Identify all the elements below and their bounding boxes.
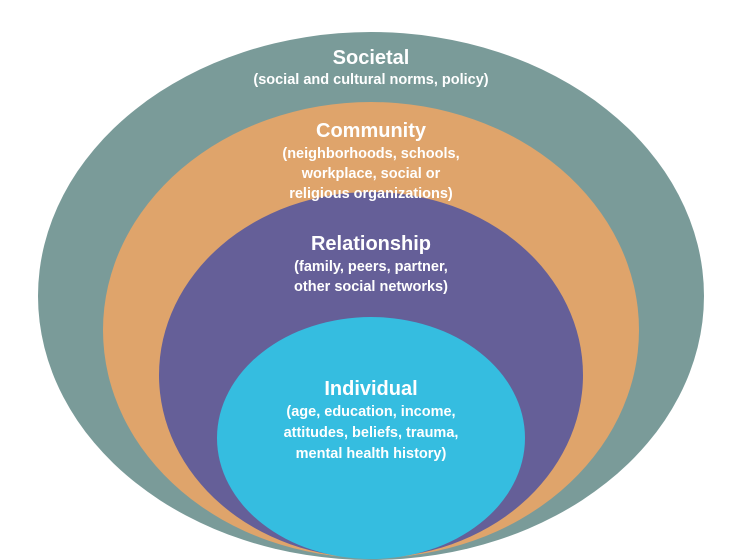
community-description-line-1: (neighborhoods, schools, <box>282 146 459 162</box>
individual-description-line-3: mental health history) <box>296 446 447 462</box>
societal-title: Societal <box>333 47 410 69</box>
individual-title: Individual <box>324 378 417 400</box>
community-description-line-2: workplace, social or <box>301 166 441 182</box>
community-title: Community <box>316 120 427 142</box>
individual-description-line-1: (age, education, income, <box>286 404 455 420</box>
relationship-description-line-2: other social networks) <box>294 279 448 295</box>
societal-description-line-1: (social and cultural norms, policy) <box>253 72 488 88</box>
community-description-line-3: religious organizations) <box>289 186 453 202</box>
relationship-title: Relationship <box>311 233 431 255</box>
relationship-description-line-1: (family, peers, partner, <box>294 259 448 275</box>
individual-ellipse <box>217 317 525 559</box>
individual-description-line-2: attitudes, beliefs, trauma, <box>284 425 459 441</box>
